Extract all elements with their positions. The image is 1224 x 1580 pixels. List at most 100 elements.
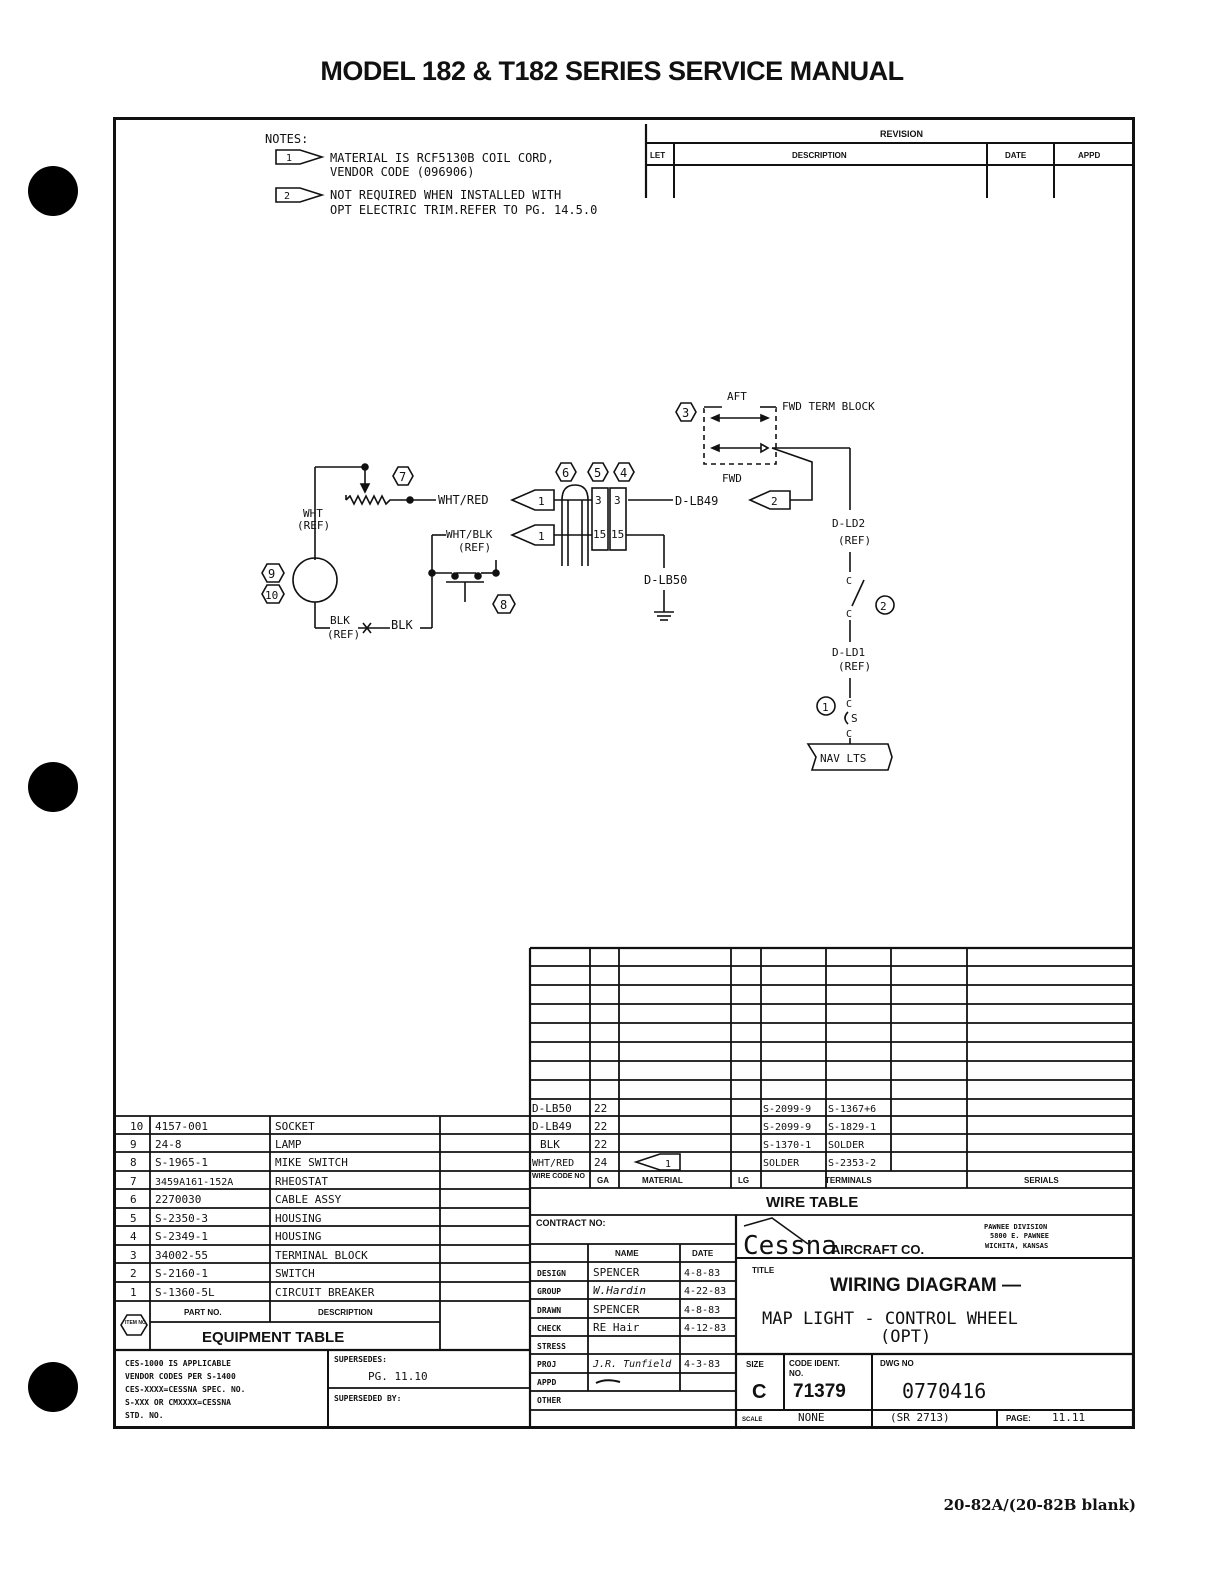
notes-block: NOTES: 1 MATERIAL IS RCF5130B COIL CORD,… xyxy=(265,132,597,217)
svg-text:OTHER: OTHER xyxy=(537,1396,561,1405)
svg-text:(REF): (REF) xyxy=(838,660,871,673)
svg-text:3459A161-152A: 3459A161-152A xyxy=(155,1177,233,1188)
svg-text:S-2349-1: S-2349-1 xyxy=(155,1230,208,1243)
superseded-by-label: SUPERSEDED BY: xyxy=(334,1394,401,1403)
svg-text:S-1829-1: S-1829-1 xyxy=(828,1122,876,1133)
wht-blk-label: WHT/BLK xyxy=(446,528,493,541)
drawing-subtitle-1: MAP LIGHT - CONTROL WHEEL xyxy=(762,1309,1018,1329)
page-value: 11.11 xyxy=(1052,1411,1085,1424)
note-flag-2 xyxy=(275,187,325,203)
note-1-line1: MATERIAL IS RCF5130B COIL CORD, xyxy=(330,151,554,165)
svg-text:2: 2 xyxy=(880,600,887,613)
svg-text:10: 10 xyxy=(130,1120,143,1133)
svg-text:4: 4 xyxy=(130,1230,137,1243)
svg-text:6: 6 xyxy=(562,466,569,480)
revision-col-desc: DESCRIPTION xyxy=(792,151,847,160)
svg-text:S-2353-2: S-2353-2 xyxy=(828,1158,876,1169)
svg-text:DRAWN: DRAWN xyxy=(537,1306,561,1315)
revision-col-appd: APPD xyxy=(1078,151,1100,160)
drawing-subtitle-2: (OPT) xyxy=(880,1327,931,1347)
title-block: Cessna AIRCRAFT CO. PAWNEE DIVISION 5800… xyxy=(736,1215,1135,1426)
svg-text:2: 2 xyxy=(130,1267,137,1280)
svg-text:4-3-83: 4-3-83 xyxy=(684,1359,720,1370)
binder-hole xyxy=(28,1362,78,1412)
item-10-callout xyxy=(261,584,285,604)
svg-text:S-XXX OR CMXXXX=CESSNA: S-XXX OR CMXXXX=CESSNA xyxy=(125,1398,231,1407)
housing-5 xyxy=(591,487,609,551)
svg-text:HOUSING: HOUSING xyxy=(275,1230,321,1243)
svg-text:1: 1 xyxy=(665,1159,671,1170)
size-value: C xyxy=(752,1381,766,1403)
svg-text:8: 8 xyxy=(130,1156,137,1169)
svg-text:5800 E. PAWNEE: 5800 E. PAWNEE xyxy=(990,1232,1049,1240)
col-name: NAME xyxy=(615,1249,639,1258)
wire-col-material: MATERIAL xyxy=(642,1176,683,1185)
svg-text:3: 3 xyxy=(614,494,621,507)
revision-col-let: LET xyxy=(650,151,665,160)
svg-text:3: 3 xyxy=(682,406,689,420)
svg-text:1: 1 xyxy=(538,530,545,543)
svg-text:PROJ: PROJ xyxy=(537,1360,556,1369)
svg-text:SWITCH: SWITCH xyxy=(275,1267,315,1280)
wht-red-label: WHT/RED xyxy=(438,493,489,507)
wire-row-1: D-LB50 22 S-2099-9 S-1367+6 xyxy=(532,1102,876,1115)
note-2-line1: NOT REQUIRED WHEN INSTALLED WITH xyxy=(330,188,561,202)
check-name: RE Hair xyxy=(593,1321,640,1334)
svg-text:4-8-83: 4-8-83 xyxy=(684,1268,720,1279)
svg-text:1: 1 xyxy=(538,495,545,508)
svg-text:5: 5 xyxy=(594,466,601,480)
proj-name: J.R. Tunfield xyxy=(592,1359,672,1370)
svg-text:S-2099-9: S-2099-9 xyxy=(763,1104,811,1115)
svg-text:34002-55: 34002-55 xyxy=(155,1249,208,1262)
svg-text:HOUSING: HOUSING xyxy=(275,1212,321,1225)
svg-text:C: C xyxy=(846,576,852,587)
supersedes-value: PG. 11.10 xyxy=(368,1370,428,1383)
equip-col-desc: DESCRIPTION xyxy=(318,1308,373,1317)
code-ident-value: 71379 xyxy=(793,1381,846,1402)
schematic: AFT FWD FWD TERM BLOCK 3 2 D-LB49 WHT (R… xyxy=(261,390,895,771)
item-8-callout xyxy=(492,594,516,614)
page-label: PAGE: xyxy=(1006,1414,1031,1423)
svg-text:S-1367+6: S-1367+6 xyxy=(828,1104,876,1115)
svg-text:9: 9 xyxy=(130,1138,137,1151)
svg-text:C: C xyxy=(846,609,852,620)
title-label: TITLE xyxy=(752,1266,775,1275)
svg-text:SOLDER: SOLDER xyxy=(763,1158,800,1169)
sr-value: (SR 2713) xyxy=(890,1411,950,1424)
item-1-callout xyxy=(816,696,836,716)
svg-text:CES-XXXX=CESSNA SPEC. NO.: CES-XXXX=CESSNA SPEC. NO. xyxy=(125,1385,245,1394)
svg-text:1: 1 xyxy=(130,1286,137,1299)
wire-col-code: WIRE CODE NO xyxy=(532,1173,585,1180)
approval-block: CONTRACT NO: NAME DATE DESIGN GROUP DRAW… xyxy=(530,1215,738,1426)
svg-text:7: 7 xyxy=(130,1175,137,1188)
svg-text:VENDOR CODES PER S-1400: VENDOR CODES PER S-1400 xyxy=(125,1372,236,1381)
svg-text:24: 24 xyxy=(594,1156,608,1169)
cessna-logo: Cessna xyxy=(743,1231,837,1261)
svg-text:9: 9 xyxy=(268,567,275,581)
svg-text:MIKE SWITCH: MIKE SWITCH xyxy=(275,1156,348,1169)
blk-wire-label: BLK xyxy=(391,618,413,632)
svg-text:1: 1 xyxy=(822,701,829,714)
notes-heading: NOTES: xyxy=(265,132,308,146)
note-flag-1a-callout xyxy=(509,489,555,511)
item-no-hex xyxy=(120,1314,148,1336)
svg-text:(REF): (REF) xyxy=(327,628,360,641)
svg-text:22: 22 xyxy=(594,1138,607,1151)
wire-d-ld1-label: D-LD1 xyxy=(832,646,865,659)
note-1-line2: VENDOR CODE (096906) xyxy=(330,165,475,179)
svg-text:3: 3 xyxy=(130,1249,137,1262)
company-suffix: AIRCRAFT CO. xyxy=(831,1242,924,1257)
wire-col-serials: SERIALS xyxy=(1024,1176,1059,1185)
page-footer-ref: 20-82A/(20-82B blank) xyxy=(943,1496,1136,1514)
svg-text:4: 4 xyxy=(620,466,627,480)
svg-text:7: 7 xyxy=(399,470,406,484)
equipment-table: 10 4157-001 SOCKET 9 24-8 LAMP 8 S-1965-… xyxy=(116,1115,530,1352)
svg-text:22: 22 xyxy=(594,1120,607,1133)
note-2-line2: OPT ELECTRIC TRIM.REFER TO PG. 14.5.0 xyxy=(330,203,597,217)
svg-text:STD. NO.: STD. NO. xyxy=(125,1411,164,1420)
svg-text:(REF): (REF) xyxy=(838,534,871,547)
svg-text:D-LB50: D-LB50 xyxy=(532,1102,572,1115)
svg-text:S: S xyxy=(851,712,858,725)
item-2-callout xyxy=(875,595,895,615)
